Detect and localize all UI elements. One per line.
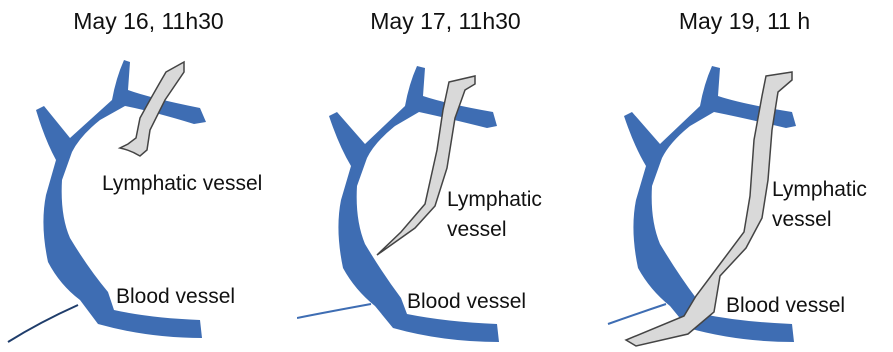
lymphatic-vessel-label-line2: vessel	[772, 206, 832, 234]
panel-may-16: May 16, 11h30 Lymphatic vessel Blood ves…	[0, 0, 297, 352]
lymphatic-vessel-label-line1: Lymphatic	[772, 176, 867, 204]
blood-vessel-tail	[608, 304, 666, 324]
blood-vessel-label: Blood vessel	[116, 283, 235, 311]
blood-vessel-tail	[297, 304, 371, 318]
lymphatic-vessel-label: Lymphatic vessel	[102, 170, 262, 198]
blood-vessel-label: Blood vessel	[726, 292, 845, 320]
lymphatic-vessel-label-line1: Lymphatic	[447, 186, 542, 214]
panel-may-17: May 17, 11h30 Lymphatic vessel Blood ves…	[297, 0, 594, 352]
lymphatic-vessel-label-line2: vessel	[447, 216, 507, 244]
blood-vessel-tail	[8, 305, 78, 342]
blood-vessel-label: Blood vessel	[407, 288, 526, 316]
panel-may-19: May 19, 11 h Lymphatic vessel Blood vess…	[596, 0, 893, 352]
